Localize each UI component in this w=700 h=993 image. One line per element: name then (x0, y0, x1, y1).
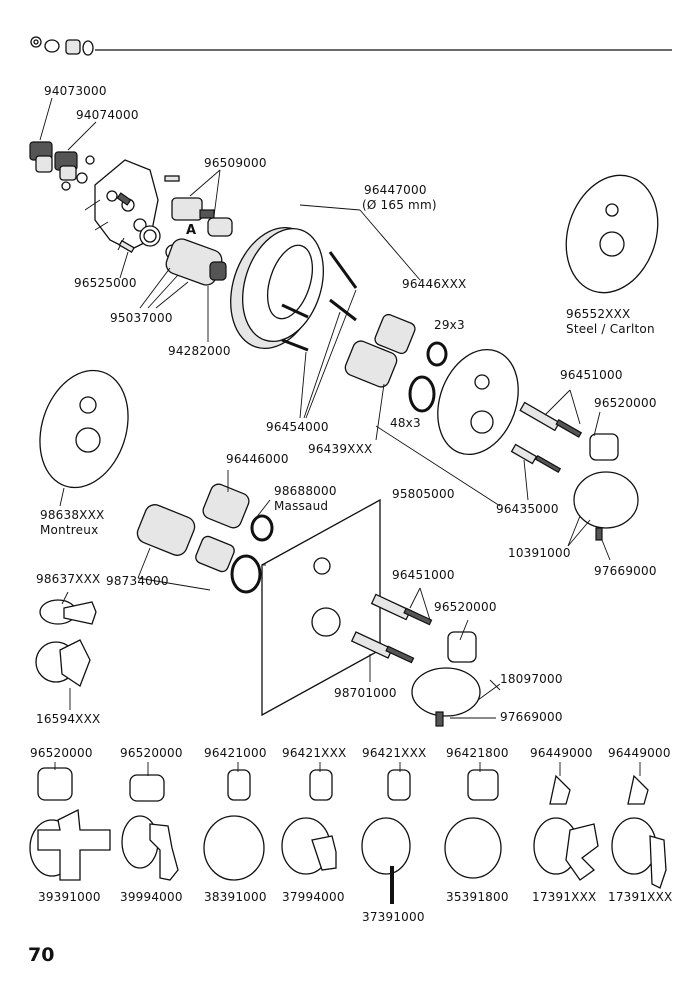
label-96552xxx-note: Steel / Carlton (566, 322, 655, 336)
header-icon (30, 36, 94, 56)
label-18097000: 18097000 (500, 672, 563, 686)
label-98688000-note: Massaud (274, 499, 329, 513)
leader-lines (39, 97, 641, 776)
label-94074000: 94074000 (76, 108, 139, 122)
label-48x3: 48x3 (390, 416, 421, 430)
label-98734000: 98734000 (106, 574, 169, 588)
label-96520000-b: 96520000 (434, 600, 497, 614)
label-29x3: 29x3 (434, 318, 465, 332)
ring-48x3 (408, 375, 436, 413)
extension-98734000 (136, 504, 196, 556)
bottom-top-label: 96421XXX (282, 746, 347, 760)
bottom-top-label: 96520000 (120, 746, 183, 760)
screws-96454000 (281, 251, 358, 352)
label-96552xxx: 96552XXX (566, 307, 631, 321)
label-96509000: 96509000 (204, 156, 267, 170)
label-96446xxx: 96446XXX (402, 277, 467, 291)
label-16594xxx: 16594XXX (36, 712, 101, 726)
bottom-bottom-label: 37994000 (282, 890, 345, 904)
bottom-top-label: 96421800 (446, 746, 509, 760)
label-97669000-b: 97669000 (500, 710, 563, 724)
part-95037000 (165, 238, 227, 286)
square-plate (261, 498, 381, 717)
label-98638xxx-note: Montreux (40, 523, 99, 537)
label-96451000-b: 96451000 (392, 568, 455, 582)
label-96525000: 96525000 (74, 276, 137, 290)
label-96435000: 96435000 (496, 502, 559, 516)
handle-98637xxx (39, 599, 97, 625)
bottom-variants (29, 767, 667, 904)
bottom-top-label: 96449000 (530, 746, 593, 760)
label-10391000: 10391000 (508, 546, 571, 560)
spindle-96435000 (510, 443, 538, 465)
plate-95805000 (437, 348, 519, 456)
extension-96446000 (202, 483, 250, 529)
label-94073000: 94073000 (44, 84, 107, 98)
page-number: 70 (28, 944, 55, 966)
label-96447000: 96447000 (364, 183, 427, 197)
bottom-bottom-label: 37391000 (362, 910, 425, 924)
handle-16594xxx (35, 639, 91, 687)
label-96451000-a: 96451000 (560, 368, 623, 382)
label-94282000: 94282000 (168, 344, 231, 358)
label-98701000: 98701000 (334, 686, 397, 700)
plate-96447000 (230, 226, 324, 350)
bottom-bottom-label: 39994000 (120, 890, 183, 904)
extension-96439xxx (344, 340, 398, 388)
label-96454000: 96454000 (266, 420, 329, 434)
label-95037000: 95037000 (110, 311, 173, 325)
ring-29x3 (426, 341, 448, 367)
part-96509000 (139, 197, 233, 247)
label-98688000: 98688000 (274, 484, 337, 498)
bottom-top-label: 96449000 (608, 746, 671, 760)
handle-18097000 (411, 667, 481, 717)
label-marker-a: A (186, 223, 197, 238)
label-97669000-a: 97669000 (594, 564, 657, 578)
label-96447000-note: (Ø 165 mm) (362, 198, 437, 212)
label-96520000-a: 96520000 (594, 396, 657, 410)
handle-10391000 (573, 471, 639, 529)
spindle-98701000 (350, 631, 394, 659)
bottom-top-label: 96421XXX (362, 746, 427, 760)
bottom-bottom-label: 35391800 (446, 890, 509, 904)
bottom-top-label: 96520000 (30, 746, 93, 760)
ring-98688000-a (250, 514, 274, 542)
small-rings (61, 155, 95, 191)
bottom-bottom-label: 39391000 (38, 890, 101, 904)
cartridge-94074000 (54, 151, 78, 181)
knob-96520000-b (447, 631, 477, 663)
label-98638xxx: 98638XXX (40, 508, 105, 522)
label-96439xxx: 96439XXX (308, 442, 373, 456)
bottom-top-label: 96421000 (204, 746, 267, 760)
knob-96520000-a (589, 433, 619, 461)
extension-96446xxx (374, 313, 416, 355)
spindle-96451000-a (519, 401, 561, 432)
label-95805000: 95805000 (392, 487, 455, 501)
ring-98688000-b (230, 554, 262, 594)
cartridge-94073000 (29, 141, 53, 173)
bottom-bottom-label: 17391XXX (608, 890, 673, 904)
label-96446000: 96446000 (226, 452, 289, 466)
bottom-bottom-label: 38391000 (204, 890, 267, 904)
bottom-bottom-label: 17391XXX (532, 890, 597, 904)
label-98637xxx: 98637XXX (36, 572, 101, 586)
